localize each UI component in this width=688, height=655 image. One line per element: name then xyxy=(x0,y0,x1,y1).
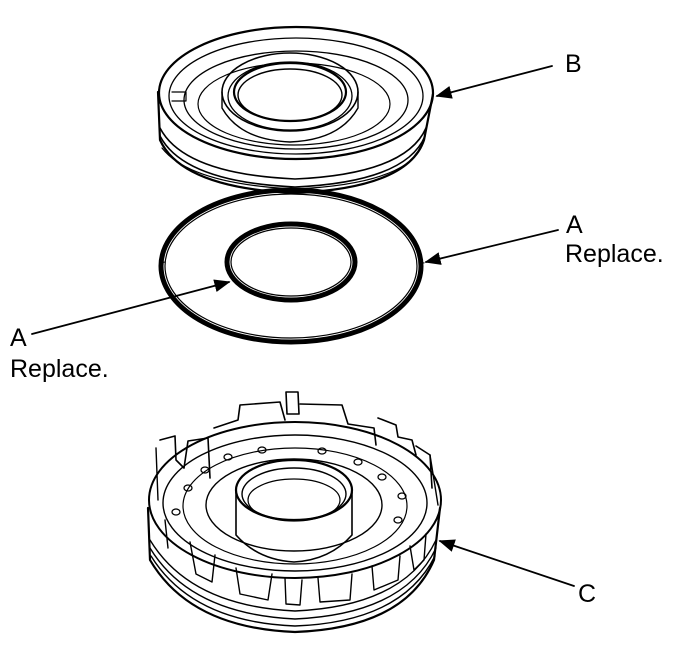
leader-line-a-right xyxy=(424,229,559,265)
leader-line-c xyxy=(438,539,575,587)
inner-seal-ring xyxy=(224,221,358,303)
callout-c-letter: C xyxy=(578,580,596,608)
piston-part-b xyxy=(156,25,435,195)
outer-seal-ring xyxy=(158,187,424,345)
seal-rings-part-a xyxy=(158,187,425,345)
callout-a-left-note: Replace. xyxy=(10,355,109,383)
callout-a-right-letter: A xyxy=(566,211,583,239)
leader-line-a-left xyxy=(31,279,231,335)
callout-a-right-note: Replace. xyxy=(565,240,664,268)
housing-part-c xyxy=(146,391,442,634)
leader-line-b xyxy=(435,65,553,99)
callout-a-left-letter: A xyxy=(10,324,27,352)
callout-b-letter: B xyxy=(565,50,582,78)
